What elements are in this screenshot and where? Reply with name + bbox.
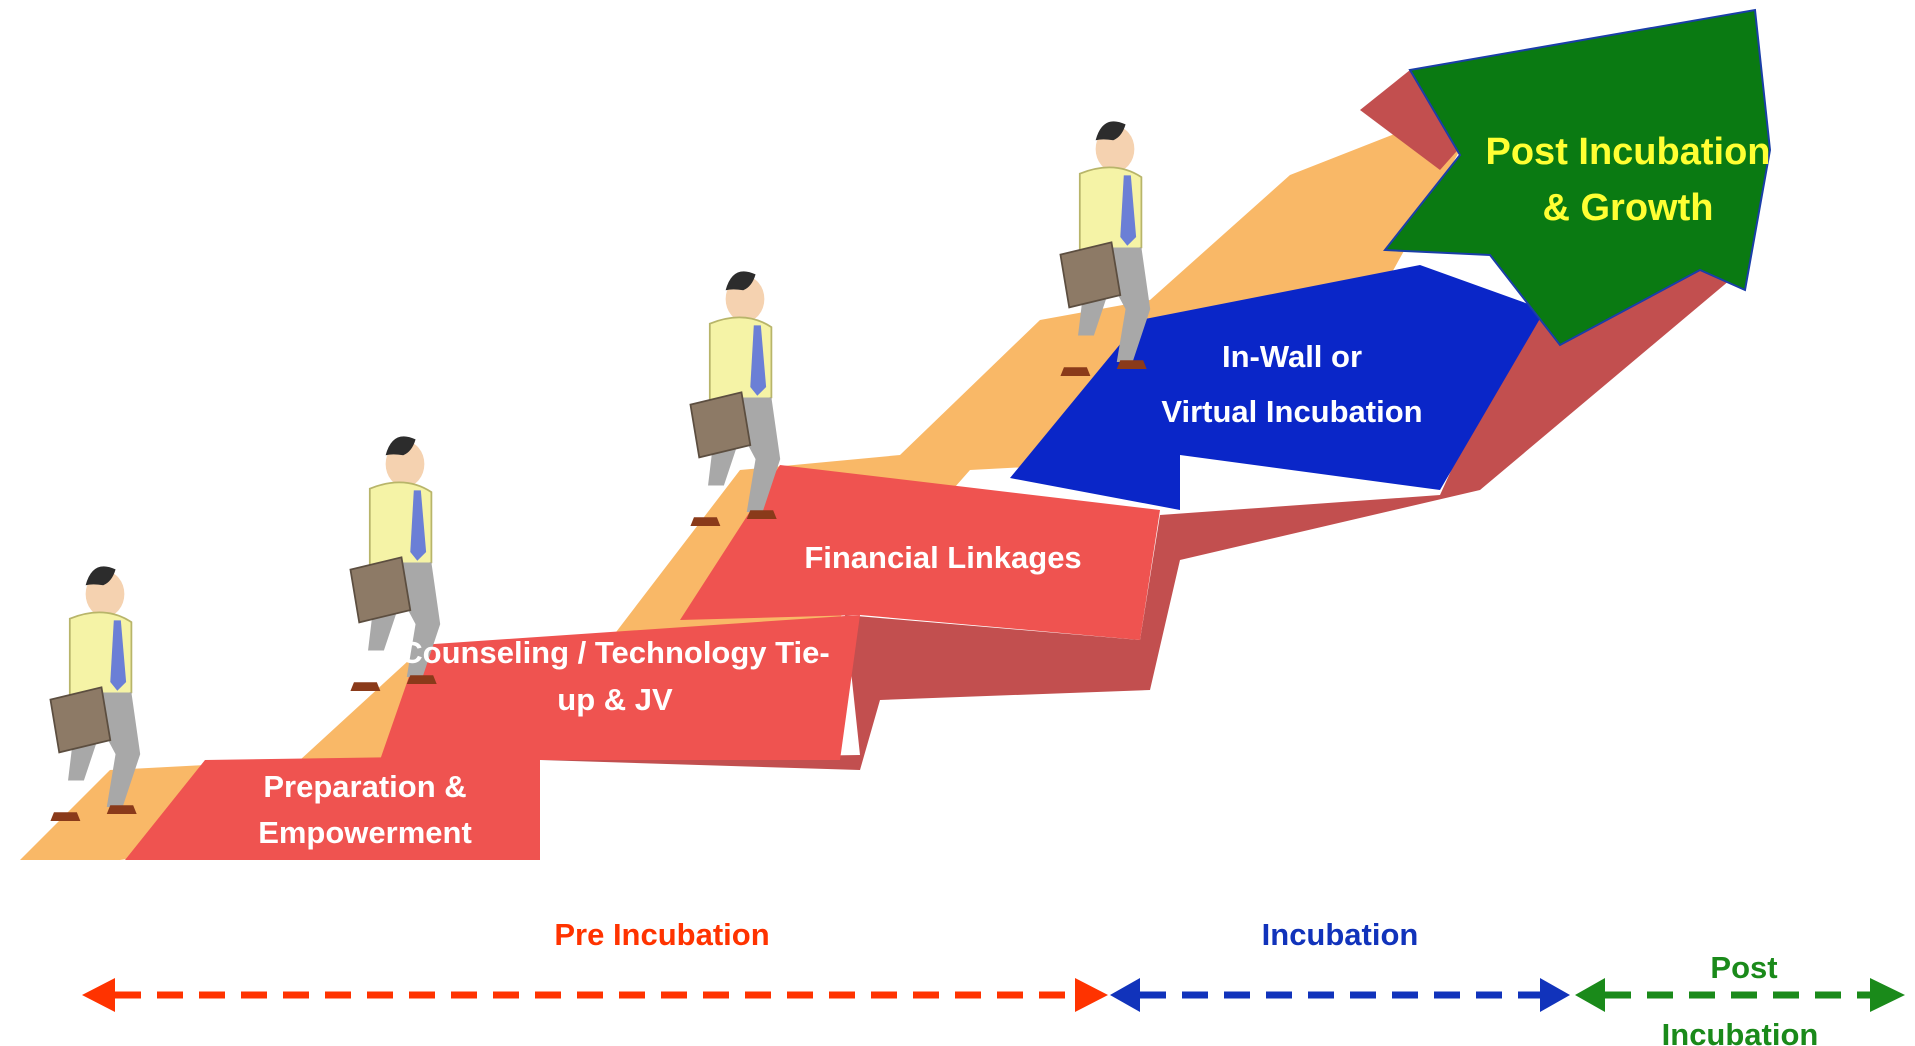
phase-post-label-line1: Post [1710,950,1777,985]
step-5-label-line1: Post Incubation [1486,131,1771,173]
step-financial [680,465,1160,640]
step-preparation [125,755,540,860]
step-counseling [380,615,860,760]
step-1-label-line1: Preparation & [263,769,466,804]
ribbon-shadow-top [1360,70,1480,170]
step-1-label-line2: Empowerment [258,815,472,850]
incubation-arrow [1110,978,1570,1012]
step-4-label-line1: In-Wall or [1222,339,1362,374]
businessman-figure-1 [49,565,142,822]
step-5-label-line2: & Growth [1543,187,1714,229]
step-2-label-line2: up & JV [557,682,673,717]
pre-incubation-arrow [82,978,1108,1012]
phase-incubation-label: Incubation [1262,917,1419,952]
phase-pre-incubation-label: Pre Incubation [554,917,769,952]
post-incubation-arrow [1575,978,1905,1012]
step-3-label: Financial Linkages [804,540,1081,575]
step-post-incubation [1383,8,1772,347]
ribbon-back [20,120,1460,860]
step-4-label-line2: Virtual Incubation [1161,394,1422,429]
phase-post-label-line2: Incubation [1662,1017,1819,1046]
step-2-label-line1: Counseling / Technology Tie- [400,635,829,670]
